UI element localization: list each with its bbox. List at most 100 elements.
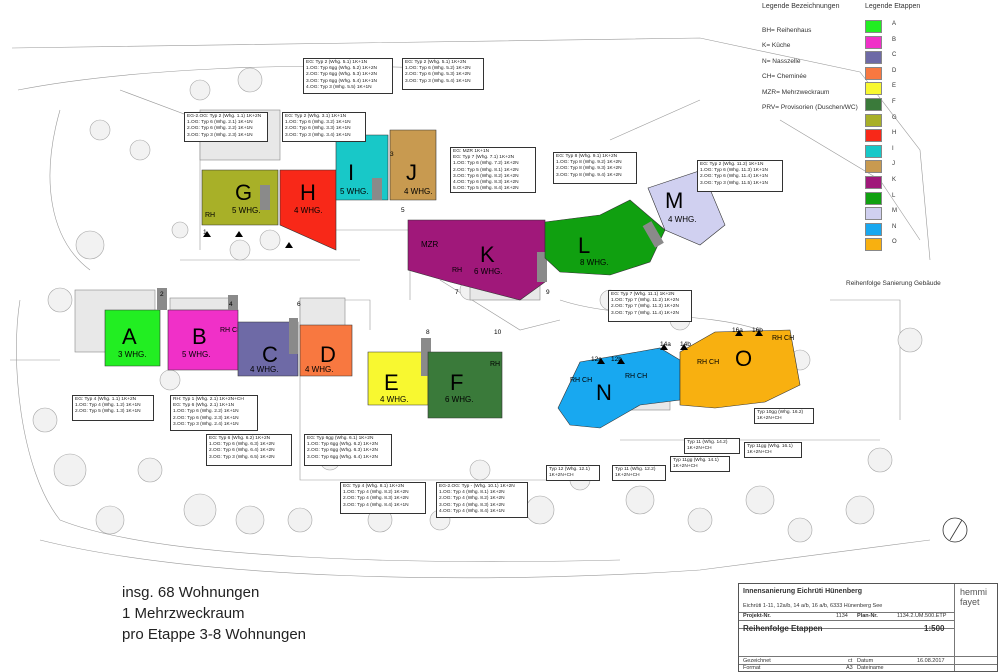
legend-designation: N= Nasszelle [762,58,801,65]
info-box-line: Typ 11gg (Whg. 16.1) [747,444,793,449]
info-box-line: EG: Typ 7 (Whg. 11.1) 1K+2N [611,292,675,297]
created-label: Gezeichnet [743,658,771,664]
firm-logo-line1: hemmi [960,587,988,597]
building-M-letter: M [665,188,683,213]
info-box-line: 2.OG: Typ 6 (Whg. 11.4) 1K+1N [700,174,768,180]
legend-stage-k: K [865,176,975,189]
info-box-line: 3.OG: Typ 4 (Whg. 8.3) 1K+2N [439,502,505,508]
stairwell-icon [372,178,382,200]
file-label: Dateiname [857,665,884,671]
legend-stage-h: H [865,129,975,143]
project-title: Innensanierung Eichrüti Hünenberg [743,588,863,595]
info-box-line: EG: Typ 8 (Whg. 9.1) 1K+2N [556,154,618,159]
legend-swatch [865,160,882,174]
info-box-line: Typ 12 (Whg. 12.1) [549,467,590,472]
house-number: 16b [752,327,763,334]
stairwell-icon [157,288,167,310]
stairwell-icon [260,185,270,210]
info-box-line: 2.OG: Typ 4 (Whg. 8.3) 1K+2N [343,496,409,502]
house-number: 8 [426,329,430,336]
info-box-line: EG: Typ 4 (Whg. 8.1) 1K+2N [343,484,405,489]
format-label: Format [743,665,761,671]
building-F-letter: F [450,370,463,395]
info-box-line: 1.OG: Typ 6 (Whg. 5.2) 1K+2N [405,66,471,72]
info-box-line: Typ 10gg (Whg. 16.2) [757,410,804,415]
legend-swatch [865,191,882,205]
legend-stages-title: Legende Etappen [865,3,921,10]
building-L-units: 8 WHG. [580,258,608,267]
info-box-line: 3.OG: Typ 3 (Whg. 5.4) 1K+1N [405,78,471,84]
legend-stage-b: B [865,35,975,49]
info-box-line: 3.OG: Typ 3 (Whg. 11.5) 1K+1N [700,180,768,186]
info-box-line: 1K+2N+CH [687,446,712,452]
legend-swatch [865,176,882,189]
legend-stage-label: B [892,36,897,43]
info-box-line: 4.OG: Typ 3 (Whg. 5.5) 1K+1N [306,84,372,90]
building-F: F 6 WHG. RH [427,351,503,419]
building-H-letter: H [300,180,316,205]
info-box-line: 3.OG: Typ 6gg (Whg. 6.4) 1K+2N [307,454,378,460]
building-O-rhch1: RH CH [697,359,719,366]
project-address: Eichrüti 1-11, 12a/b, 14 a/b, 16 a/b, 63… [743,603,883,609]
info-box-line: 3.OG: Typ 8 (Whg. 9.4) 1K+2N [556,172,622,178]
building-G-units: 5 WHG. [232,206,260,215]
info-box-line: 2.OG: Typ 5 (Whg. 8.1) 1K+2N [453,167,519,173]
legend-order-note: Reihenfolge Sanierung Gebäude [846,280,941,287]
building-B-letter: B [192,324,207,349]
info-box-line: 3.OG: Typ 7 (Whg. 11.4) 1K+2N [611,310,679,316]
building-K-units: 6 WHG. [474,267,502,276]
legend-stage-g: G [865,113,975,127]
building-E-letter: E [384,370,399,395]
legend-stage-label: H [892,130,897,137]
info-box-line: RH: Typ 1 (Whg. 2.1) 1K+2N+CH [173,397,244,402]
project-nr-label: Projekt-Nr. [743,613,771,619]
legend-swatch [865,20,882,33]
building-N-rhch1: RH CH [570,377,592,384]
stairwell-icon [421,338,431,376]
info-box-line: 5.OG: Typ 5 (Whg. 8.4) 1K+2N [453,186,519,192]
info-box-line: 2.OG: Typ 4 (Whg. 8.2) 1K+2N [439,496,505,502]
building-I: I 5 WHG. [335,134,389,201]
legend-stage-j: J [865,160,975,174]
legend-stage-d: D [865,66,975,80]
building-K: K 6 WHG. RH MZR [407,219,547,301]
info-box-line: 1.OG: Typ 4 (Whg. 8.1) 1K+2N [439,490,505,496]
info-box-line: 1K+2N+CH [757,416,782,422]
legend-swatch [865,207,882,221]
info-box-line: 2.OG: Typ 7 (Whg. 11.3) 1K+2N [611,304,679,310]
info-box-line: 2.OG: Typ 6 (Whg. 3.3) 1K+1N [285,126,351,132]
info-box-line: 2.OG: Typ 6gg (Whg. 5.3) 1K+2N [306,72,377,78]
info-box-line: Typ 11 (Whg. 12.2) [615,467,656,472]
legend-swatch [865,98,882,111]
building-J: J 4 WHG. [389,129,437,201]
building-J-shape [389,129,437,201]
building-D-units: 4 WHG. [305,365,333,374]
house-number: 14b [680,341,691,348]
info-box-line: 1.OG: Typ 6gg (Whg. 5.2) 1K+2N [306,66,377,72]
legend-stage-label: C [892,52,897,59]
building-O-shape [679,329,801,409]
info-box-line: 1.OG: Typ 7 (Whg. 11.2) 1K+2N [611,298,679,304]
info-box-line: EG: Typ 6gg (Whg. 6.1) 1K+2N [307,436,374,441]
building-F-units: 6 WHG. [445,395,473,404]
plan-nr-label: Plan-Nr. [857,613,878,619]
legend-swatch [865,113,882,127]
building-O: O RH CH RH CH [679,329,801,409]
info-box-line: EG: Typ 6 (Whg. 6.2) 1K+2N [209,436,271,441]
info-box-line: EG: Typ 2 (Whg. 3.1) 1K+1N [285,114,347,119]
summary-line: 1 Mehrzweckraum [122,605,245,622]
building-F-rh: RH [490,361,500,368]
drawing-scale: 1:500 [924,624,945,633]
info-box-line: 2.OG: Typ 6gg (Whg. 6.3) 1K+2N [307,448,378,454]
house-number: 2 [160,291,164,298]
plan-date: 16.08.2017 [917,658,945,664]
legend-designations-title: Legende Bezeichnungen [762,3,840,10]
building-M-units: 4 WHG. [668,215,696,224]
building-A: A 3 WHG. [104,288,167,367]
building-I-units: 5 WHG. [340,187,368,196]
building-O-rhch2: RH CH [772,335,794,342]
